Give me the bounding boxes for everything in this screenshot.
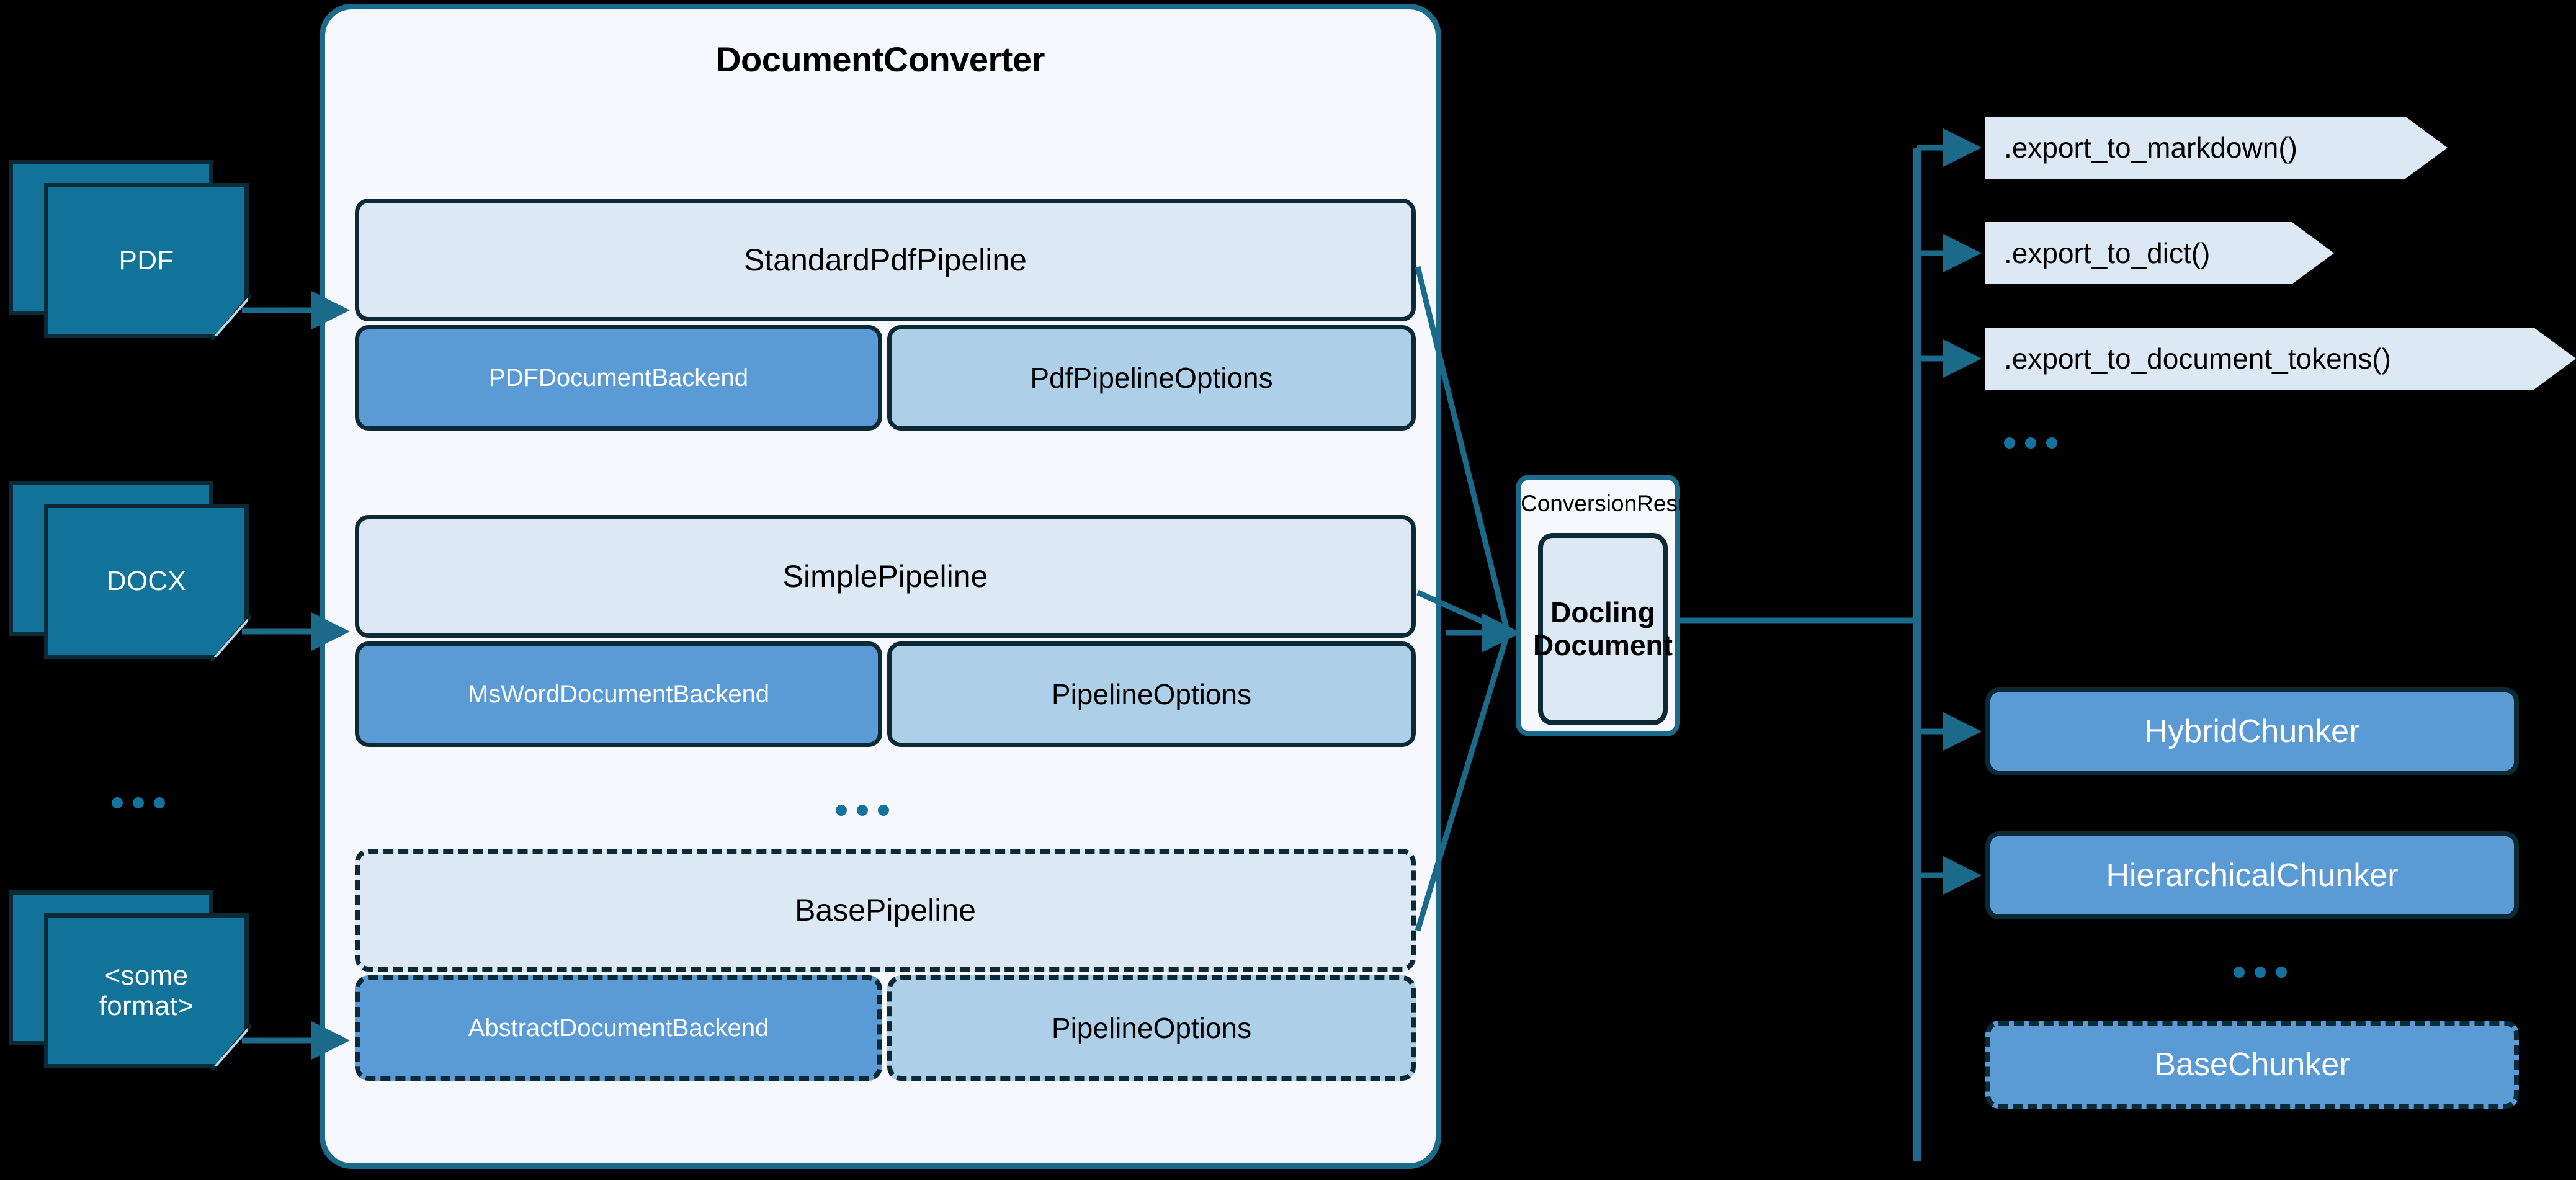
document-converter-title: DocumentConverter: [716, 40, 1045, 79]
input-ellipsis: [112, 797, 165, 808]
document-front-page: <some format>: [44, 913, 249, 1068]
options-pipeline-base[interactable]: PipelineOptions: [887, 975, 1416, 1081]
document-front-page: DOCX: [44, 504, 249, 659]
backend-abstract-document[interactable]: AbstractDocumentBackend: [355, 975, 882, 1081]
export-arrow-document-tokens[interactable]: .export_to_document_tokens(): [1985, 328, 2576, 390]
document-front-page: PDF: [44, 183, 249, 338]
pipeline-components-row: MsWordDocumentBackend PipelineOptions: [355, 641, 1416, 747]
options-pipeline[interactable]: PipelineOptions: [887, 641, 1416, 747]
export-arrow-dict[interactable]: .export_to_dict(): [1985, 222, 2334, 284]
docling-document-box[interactable]: Docling Document: [1533, 533, 1673, 725]
conversion-result-panel: ConversionResult Docling Document: [1516, 475, 1702, 736]
pipeline-name-base: BasePipeline: [355, 849, 1416, 972]
docling-document-line2: Document: [1533, 629, 1673, 661]
pipeline-components-row: AbstractDocumentBackend PipelineOptions: [355, 975, 1416, 1081]
pipeline-group-simple[interactable]: SimplePipeline MsWordDocumentBackend Pip…: [355, 515, 1416, 747]
input-label-some-format: <some format>: [94, 960, 199, 1022]
pipeline-components-row: PDFDocumentBackend PdfPipelineOptions: [355, 325, 1416, 431]
document-converter-panel: DocumentConverter StandardPdfPipeline PD…: [320, 4, 1441, 1169]
chunkers-ellipsis: [2234, 967, 2287, 978]
converter-ellipsis: [836, 805, 889, 816]
input-label-some-format-line2: format>: [99, 991, 194, 1021]
options-pdf-pipeline[interactable]: PdfPipelineOptions: [887, 325, 1416, 431]
chunker-hierarchical[interactable]: HierarchicalChunker: [1985, 831, 2519, 919]
backend-msword-document[interactable]: MsWordDocumentBackend: [355, 641, 882, 747]
input-label-pdf: PDF: [119, 245, 174, 276]
exports-ellipsis: [2004, 437, 2057, 449]
backend-pdf-document[interactable]: PDFDocumentBackend: [355, 325, 882, 431]
input-label-docx: DOCX: [106, 566, 187, 597]
pipeline-name-simple: SimplePipeline: [355, 515, 1416, 638]
export-arrow-markdown[interactable]: .export_to_markdown(): [1985, 117, 2448, 179]
chunker-base[interactable]: BaseChunker: [1985, 1021, 2519, 1109]
pipeline-name-standard-pdf: StandardPdfPipeline: [355, 199, 1416, 321]
conversion-result-title: ConversionResult: [1521, 491, 1702, 516]
input-label-some-format-line1: <some: [104, 960, 189, 991]
pipeline-group-standard-pdf[interactable]: StandardPdfPipeline PDFDocumentBackend P…: [355, 199, 1416, 431]
pipeline-group-base[interactable]: BasePipeline AbstractDocumentBackend Pip…: [355, 849, 1416, 1081]
docling-document-line1: Docling: [1550, 596, 1655, 629]
chunker-hybrid[interactable]: HybridChunker: [1985, 687, 2519, 775]
